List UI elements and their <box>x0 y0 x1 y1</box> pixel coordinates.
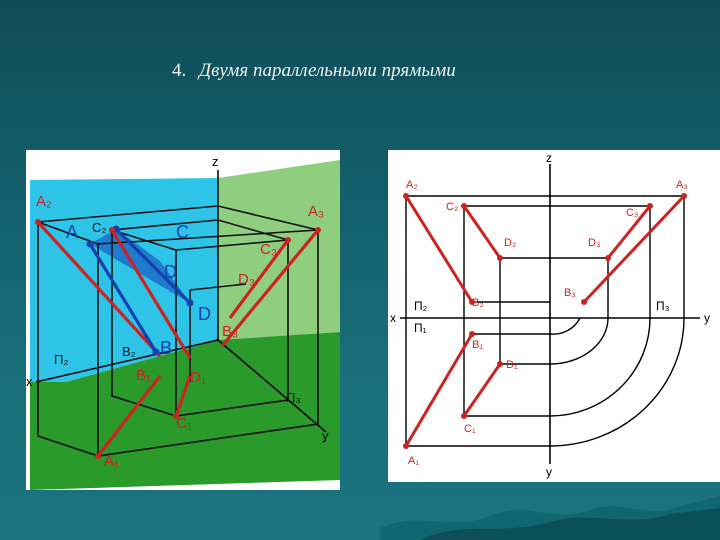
red-lines <box>404 194 686 447</box>
label-a1: A₁ <box>104 453 119 470</box>
point-d3 <box>605 255 611 261</box>
label-d: D <box>164 262 177 282</box>
slide-title: 4. Двумя параллельными прямыми <box>172 60 592 88</box>
point-a <box>86 240 94 248</box>
point-a3 <box>315 227 321 233</box>
label-d2: D₂ <box>504 237 516 249</box>
label-y-bottom: y <box>546 465 552 479</box>
label-a: A <box>66 222 78 242</box>
label-a2: A₂ <box>36 193 52 210</box>
label-c3: C₃ <box>626 207 638 219</box>
diagram-3d: z x y A₂ A₃ C₃ D₃ B₃ A₁ C₁ B₁ D₁ A C D D… <box>26 154 340 490</box>
frontal-plane-p2 <box>30 178 218 382</box>
label-y: y <box>704 311 710 325</box>
point-b2 <box>469 299 475 305</box>
plane-acd <box>90 229 190 303</box>
decorative-waves <box>380 496 720 540</box>
label-x: x <box>390 311 396 325</box>
label-b1: B₁ <box>472 339 483 351</box>
label-z: z <box>546 151 552 165</box>
label-p2: П₂ <box>54 352 68 367</box>
label-b3: B₃ <box>564 287 576 299</box>
label-b3: B₃ <box>222 323 238 340</box>
label-p3: П₃ <box>286 390 301 405</box>
point-c3 <box>285 237 291 243</box>
label-x: x <box>26 374 33 389</box>
point-c3 <box>647 203 653 209</box>
axis-y-line <box>217 339 327 433</box>
diagram-3d-panel: z x y A₂ A₃ C₃ D₃ B₃ A₁ C₁ B₁ D₁ A C D D… <box>26 150 340 490</box>
point-c1 <box>461 413 467 419</box>
horizontal-plane-p1 <box>30 332 340 490</box>
point-a2 <box>403 193 409 199</box>
label-d1: D₁ <box>506 359 518 371</box>
label-y: y <box>322 428 329 443</box>
label-p1: П₁ <box>414 321 427 335</box>
point-a3 <box>681 193 687 199</box>
label-d-right: D <box>198 304 211 324</box>
label-d1: D₁ <box>190 369 206 386</box>
label-d3: D₃ <box>588 237 600 249</box>
blue-lines <box>88 227 192 353</box>
axis-x-line <box>35 339 219 383</box>
label-a3: A₃ <box>676 179 688 191</box>
projection-lines <box>405 195 685 447</box>
red-projection-lines <box>36 220 320 457</box>
point-c1 <box>173 413 179 419</box>
point-a2 <box>35 219 41 225</box>
label-a2: A₂ <box>406 179 418 191</box>
diagram-epure-panel: z x y y П₂ П₁ П₃ A₂ A₃ C₂ C₃ D₂ D₃ B₃ B₂… <box>388 150 720 482</box>
point-a1 <box>95 453 101 459</box>
label-b2: B₂ <box>122 344 136 359</box>
label-a1: A₁ <box>408 455 419 467</box>
label-a3: A₃ <box>308 203 324 220</box>
point-d <box>186 299 194 307</box>
point-b3 <box>581 299 587 305</box>
label-z: z <box>212 154 219 169</box>
label-c1: C₁ <box>176 415 192 432</box>
label-c2: C₂ <box>446 201 458 213</box>
point-d1 <box>497 361 503 367</box>
label-c1: C₁ <box>464 423 476 435</box>
label-b1: B₁ <box>136 367 151 384</box>
point-c2 <box>461 203 467 209</box>
point-a1 <box>403 443 409 449</box>
slide-number: 4. <box>172 60 187 81</box>
label-b: B <box>160 338 172 358</box>
label-c: C <box>176 222 189 242</box>
label-d3: D₃ <box>238 271 255 288</box>
label-p2: П₂ <box>414 299 428 313</box>
point-b <box>152 348 160 356</box>
diagram-epure: z x y y П₂ П₁ П₃ A₂ A₃ C₂ C₃ D₂ D₃ B₃ B₂… <box>390 151 710 479</box>
label-c2: C₂ <box>92 220 106 235</box>
label-c3: C₃ <box>260 241 277 258</box>
slide-title-text: Двумя параллельными прямыми <box>199 60 456 81</box>
point-c2 <box>109 227 115 233</box>
label-p3: П₃ <box>656 299 670 313</box>
point-b1 <box>469 331 475 337</box>
point-d2 <box>497 255 503 261</box>
label-b2: B₂ <box>472 297 484 309</box>
